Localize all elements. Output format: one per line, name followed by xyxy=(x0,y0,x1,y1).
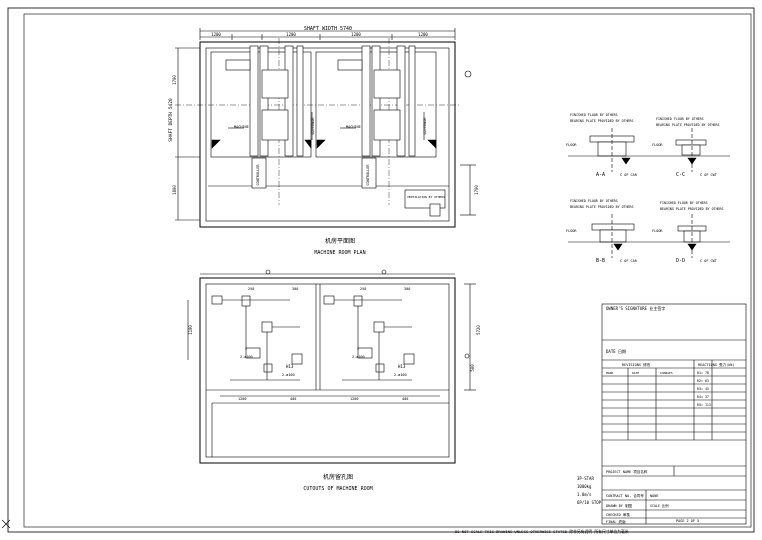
plan-bottom-texts: 250 300 250 300 1100 5720 500 2-ø100 2-ø… xyxy=(188,287,481,492)
title-block xyxy=(601,303,747,525)
tb-checked: CHECKED 审核 xyxy=(606,512,630,517)
note-ventilation: VENTILATION BY OTHERS xyxy=(407,195,445,199)
section-details xyxy=(568,128,730,258)
seg-dim-2: 1200 xyxy=(286,32,296,37)
left-dim-2: SHAFT DEPTH 5420 xyxy=(168,98,174,142)
label-governor-1: GOVERNOR xyxy=(311,117,315,135)
tb-dwg-val: NONE xyxy=(650,494,658,498)
sec-dd-id: D-D xyxy=(676,258,685,264)
dim-right-2: 500 xyxy=(470,364,475,372)
dim-top-3: 250 xyxy=(360,287,366,291)
label-machine-2: MACHINE xyxy=(346,125,361,129)
tb-final: FINAL 终版 xyxy=(606,519,626,524)
tb-col-date: DATE xyxy=(632,371,639,375)
tb-r4: R4= 37 xyxy=(697,395,709,399)
plan-top-title: 机房平面图 xyxy=(325,237,355,245)
corner-mark xyxy=(1,519,11,529)
sheet-border xyxy=(7,7,755,533)
sec-cc-id: C-C xyxy=(676,172,685,178)
ref-1: H13 xyxy=(286,364,294,369)
sec-bb-id: B-B xyxy=(596,258,605,264)
dim-top-2: 300 xyxy=(292,287,298,291)
ref-2: H13 xyxy=(398,364,406,369)
bottom-note: DO NOT SCALE THIS DRAWING UNLESS OTHERWI… xyxy=(455,529,629,534)
seg-dim-1: 1200 xyxy=(211,32,221,37)
title-block-texts: OWNER'S SIGNATURE 业主签字 DATE 日期 REVISIONS… xyxy=(606,305,735,524)
sec-cc-title: FINISHED FLOOR BY OTHERS xyxy=(656,117,704,121)
tb-scale: SCALE 比例 xyxy=(650,503,669,508)
hole-1: 2-ø100 xyxy=(240,355,253,359)
right-dim: 1700 xyxy=(474,185,479,195)
left-dim-3: 1800 xyxy=(172,185,177,195)
plan-top-texts: SHAFT WIDTH 5740 1200 1200 1200 1200 170… xyxy=(168,26,479,256)
sec-bb-title: FINISHED FLOOR BY OTHERS xyxy=(570,199,618,203)
plan-bottom-subtitle: CUTOUTS OF MACHINE ROOM xyxy=(303,486,372,492)
sec-aa-sub: BEARING PLATE PROVIDED BY OTHERS xyxy=(570,119,634,123)
side-note-4: 6P/10 STOP xyxy=(577,500,602,505)
tb-r3: R3= 45 xyxy=(697,387,709,391)
sec-dd-ctr: C OF CWT xyxy=(700,259,718,263)
dim-right-1: 5720 xyxy=(476,325,481,335)
label-controller-1: CONTROLLER xyxy=(256,164,260,186)
dim-bottom-2: 400 xyxy=(290,397,296,401)
hole-3: 2-ø100 xyxy=(352,355,365,359)
side-notes: 3P-STAR 1000kg 1.0m/s 6P/10 STOP xyxy=(577,476,602,505)
dim-bottom-3: 1200 xyxy=(350,397,358,401)
left-dim-1: 1700 xyxy=(172,75,177,85)
sec-cc-sub: BEARING PLATE PROVIDED BY OTHERS xyxy=(656,123,720,127)
plan-bottom-title: 机房留孔图 xyxy=(323,473,353,481)
tb-r2: R2= 63 xyxy=(697,379,709,383)
sec-bb-ctr: C OF CAR xyxy=(620,259,638,263)
sec-aa-ctr: C OF CAR xyxy=(620,173,638,177)
tb-header: OWNER'S SIGNATURE 业主签字 xyxy=(606,305,665,311)
dim-bottom-1: 1200 xyxy=(238,397,246,401)
tb-r1: R1= 78 xyxy=(697,371,709,375)
sec-dd-floor: FLOOR xyxy=(652,229,663,233)
sec-bb-sub: BEARING PLATE PROVIDED BY OTHERS xyxy=(570,205,634,209)
sheet-inner-border xyxy=(23,13,752,528)
section-texts: FINISHED FLOOR BY OTHERS BEARING PLATE P… xyxy=(566,113,724,264)
sec-cc-floor: FLOOR xyxy=(652,143,663,147)
tb-drawn-by: DRAWN BY 制图 xyxy=(606,503,632,508)
machine-room-plan xyxy=(175,28,476,228)
dim-top-4: 300 xyxy=(404,287,410,291)
label-controller-2: CONTROLLER xyxy=(366,164,370,186)
tb-contract-no: CONTRACT NO. 合同号 xyxy=(606,493,644,498)
seg-dim-4: 1200 xyxy=(418,32,428,37)
label-machine-1: MACHINE xyxy=(234,125,249,129)
dim-bottom-4: 400 xyxy=(402,397,408,401)
tb-col-mark: MARK xyxy=(606,371,613,375)
dim-top-1: 250 xyxy=(248,287,254,291)
overall-dim: SHAFT WIDTH 5740 xyxy=(304,26,352,32)
sec-aa-id: A-A xyxy=(596,172,605,178)
tb-r5: R5= 113 xyxy=(697,403,711,407)
side-note-3: 1.0m/s xyxy=(577,492,592,497)
hole-4: 2-ø100 xyxy=(394,373,407,377)
sec-dd-title: FINISHED FLOOR BY OTHERS xyxy=(660,201,708,205)
plan-top-subtitle: MACHINE ROOM PLAN xyxy=(314,250,365,256)
tb-date: DATE 日期 xyxy=(606,348,626,354)
sec-dd-sub: BEARING PLATE PROVIDED BY OTHERS xyxy=(660,207,724,211)
seg-dim-3: 1200 xyxy=(351,32,361,37)
tb-project-name: PROJECT NAME 项目名称 xyxy=(606,469,648,474)
side-note-1: 3P-STAR xyxy=(577,476,594,481)
tb-col-changes: CHANGES xyxy=(660,371,673,375)
sec-bb-floor: FLOOR xyxy=(566,229,577,233)
sec-aa-title: FINISHED FLOOR BY OTHERS xyxy=(570,113,618,117)
label-governor-2: GOVERNOR xyxy=(423,117,427,135)
tb-reactions: REACTIONS 受力(kN) xyxy=(698,362,735,367)
tb-revisions: REVISIONS 修改 xyxy=(622,362,651,367)
tb-page-no: PAGE 2 OF 5 xyxy=(676,519,699,523)
sec-aa-floor: FLOOR xyxy=(566,143,577,147)
sec-cc-ctr: C OF CWT xyxy=(700,173,718,177)
hole-2: 2-ø100 xyxy=(282,373,295,377)
dim-left: 1100 xyxy=(188,325,193,335)
side-note-2: 1000kg xyxy=(577,484,592,489)
cutouts-plan xyxy=(187,269,476,464)
